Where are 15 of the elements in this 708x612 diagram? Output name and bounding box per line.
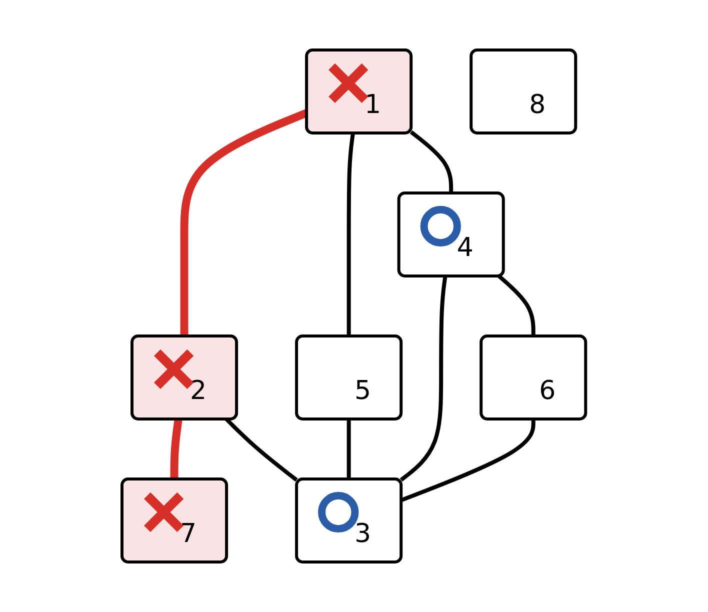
node-box: 1 bbox=[305, 48, 413, 134]
connector bbox=[347, 132, 356, 336]
node-box: 8 bbox=[470, 48, 578, 134]
connector bbox=[410, 130, 454, 193]
node-box: 4 bbox=[398, 192, 506, 278]
connector bbox=[400, 419, 536, 502]
node-box: 3 bbox=[295, 478, 403, 564]
connector bbox=[347, 419, 351, 479]
node-box: 6 bbox=[480, 334, 588, 420]
connector bbox=[170, 418, 183, 479]
node-box: 7 bbox=[120, 478, 228, 564]
node-box: 2 bbox=[130, 334, 238, 420]
connector bbox=[400, 276, 448, 482]
connector bbox=[498, 274, 536, 336]
node-box: 5 bbox=[295, 334, 403, 420]
